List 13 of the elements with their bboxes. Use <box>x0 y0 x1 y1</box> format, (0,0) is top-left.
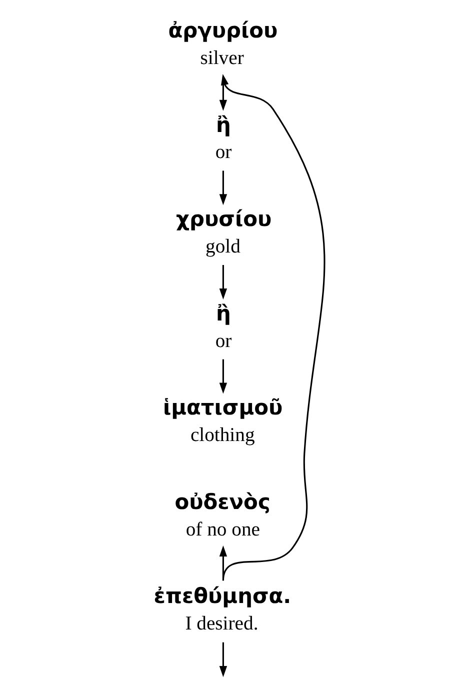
node-text: ἱματισμοῦ clothing <box>162 396 282 446</box>
arrow <box>218 265 227 300</box>
arrow <box>218 170 227 206</box>
node-text: χρυσίου gold <box>176 207 272 258</box>
arrow <box>218 359 227 394</box>
node-text: ἢ or <box>214 112 232 164</box>
arrow <box>218 545 227 581</box>
node-text: ἢ or <box>214 301 232 352</box>
arrow <box>220 74 325 581</box>
node-text: οὐδενὸς of no one <box>174 490 270 540</box>
arrow <box>218 642 227 678</box>
node-text: ἐπεθύμησα. I desired. <box>153 584 291 635</box>
node-text: ἀργυρίου silver <box>168 18 278 69</box>
